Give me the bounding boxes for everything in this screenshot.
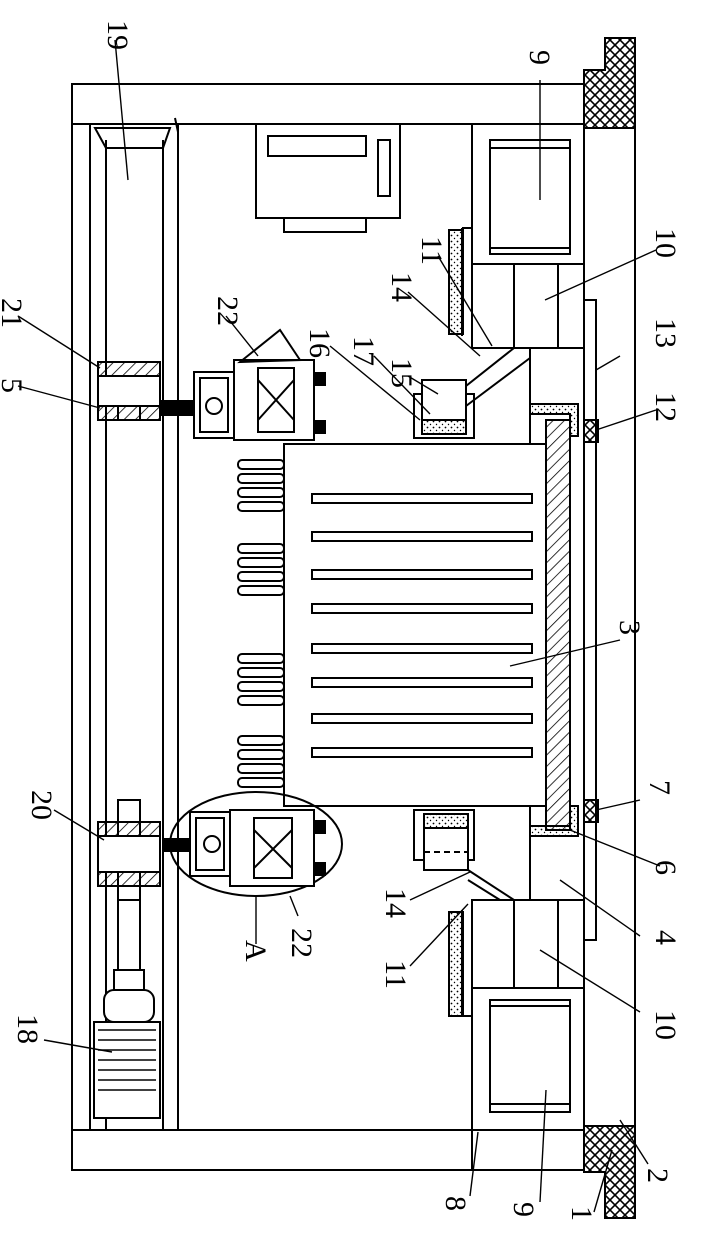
motor-9-top-housing	[472, 124, 584, 264]
label-6: 6	[649, 860, 682, 875]
label-18: 18	[11, 1014, 44, 1044]
label-11-top: 11	[415, 236, 448, 265]
motor-9-bottom	[490, 1000, 570, 1112]
label-5: 5	[0, 378, 28, 393]
label-1: 1	[565, 1206, 598, 1221]
label-9-top: 9	[523, 50, 556, 65]
label-4: 4	[649, 930, 682, 945]
pad-11-bottom	[449, 912, 463, 1016]
arm-5	[160, 400, 194, 416]
label-10-bottom: 10	[649, 1010, 682, 1040]
label-11-bottom: 11	[379, 960, 412, 989]
shaft-10-top	[514, 264, 558, 348]
label-3: 3	[613, 620, 646, 635]
label-15: 15	[385, 358, 418, 388]
bracket-13	[584, 300, 596, 940]
label-19: 19	[101, 20, 134, 50]
nut-20	[98, 822, 160, 836]
gripper-22-top	[234, 360, 314, 440]
nut-21-a	[98, 362, 160, 376]
label-A: A	[239, 940, 272, 962]
label-16: 16	[303, 328, 336, 358]
base-block-top	[584, 38, 635, 128]
label-7: 7	[643, 780, 676, 795]
label-13: 13	[649, 318, 682, 348]
cooling-fins	[238, 460, 284, 787]
label-21: 21	[0, 298, 28, 328]
label-9-bottom: 9	[507, 1202, 540, 1217]
motor-9-bottom-housing	[472, 988, 584, 1130]
label-14-bottom: 14	[379, 888, 412, 918]
label-8: 8	[439, 1196, 472, 1211]
label-10-top: 10	[649, 228, 682, 258]
pad-12	[584, 420, 598, 442]
hatched-plate	[546, 420, 570, 830]
base-block-bottom	[584, 1126, 635, 1218]
label-20: 20	[25, 790, 58, 820]
pad-7	[584, 800, 598, 822]
label-22-top: 22	[211, 296, 244, 326]
label-22-bottom: 22	[285, 928, 318, 958]
label-12: 12	[649, 392, 682, 422]
shaft-10-bottom	[514, 900, 558, 988]
motor-9-top	[490, 140, 570, 254]
label-17: 17	[347, 336, 380, 366]
label-14-top: 14	[385, 272, 418, 302]
pad-11-top	[449, 230, 463, 334]
main-body-3	[284, 444, 546, 806]
label-2: 2	[641, 1168, 674, 1183]
